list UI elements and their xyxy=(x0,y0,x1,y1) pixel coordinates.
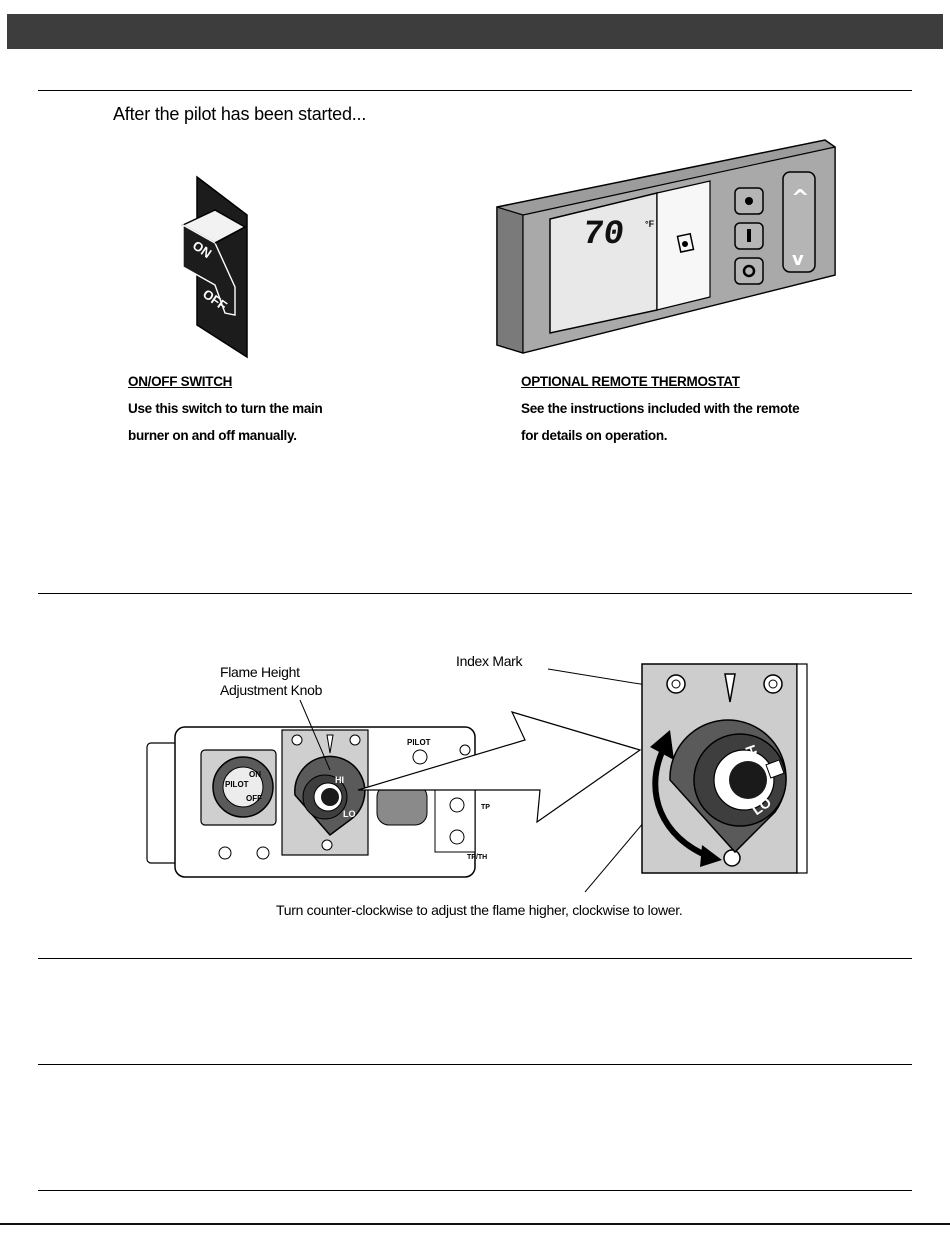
section-divider xyxy=(38,958,912,959)
mounting-screw xyxy=(763,674,783,694)
flame-mode-icon xyxy=(676,232,695,253)
switch-caption-title: ON/OFF SWITCH xyxy=(128,374,233,389)
section-heading: After the pilot has been started... xyxy=(113,104,367,124)
mounting-screw xyxy=(723,849,741,867)
switch-caption: ON/OFF SWITCH Use this switch to turn th… xyxy=(128,368,323,449)
knob-label-line: Flame Height xyxy=(220,664,300,680)
knob-label-line: Adjustment Knob xyxy=(220,682,323,698)
thermostat-caption-title: OPTIONAL REMOTE THERMOSTAT xyxy=(521,374,740,389)
on-off-switch-illustration: ON OFF xyxy=(181,175,248,359)
switch-caption-line: burner on and off manually. xyxy=(128,428,297,443)
knob-callout-label: Flame Height Adjustment Knob xyxy=(220,663,322,699)
index-mark-label: Index Mark xyxy=(456,653,523,669)
thermostat-unit: °F xyxy=(645,219,655,229)
adjustment-instruction: Turn counter-clockwise to adjust the fla… xyxy=(276,902,683,918)
thermostat-caption: OPTIONAL REMOTE THERMOSTAT See the instr… xyxy=(521,368,800,449)
valve-pilot-label: PILOT xyxy=(225,780,249,789)
section-divider xyxy=(38,1190,912,1191)
page-footer-rule xyxy=(0,1223,950,1225)
valve-lo-label: LO xyxy=(343,809,356,819)
valve-tp-label: TP xyxy=(481,804,490,811)
valve-hi-label: HI xyxy=(335,775,344,785)
rotation-arrow-icon xyxy=(652,750,712,860)
valve-off-label: OFF xyxy=(246,794,262,803)
mounting-screw xyxy=(666,674,686,694)
temperature-down-button[interactable]: v xyxy=(792,249,804,270)
temperature-up-button[interactable]: ^ xyxy=(791,186,809,211)
thermostat-temperature: 70 xyxy=(580,216,626,254)
thermostat-caption-line: See the instructions included with the r… xyxy=(521,401,800,416)
knob-hi-label: HI xyxy=(742,743,762,762)
valve-on-label: ON xyxy=(249,770,261,779)
knob-closeup-illustration: HI LO xyxy=(641,663,808,874)
index-mark-icon xyxy=(724,673,736,703)
gas-valve-illustration: PILOT ON OFF HI LO PILOT TP TP/TH xyxy=(146,726,490,878)
valve-tpth-label: TP/TH xyxy=(467,854,487,861)
thermostat-caption-line: for details on operation. xyxy=(521,428,668,443)
section-divider xyxy=(38,593,912,594)
temperature-rocker[interactable] xyxy=(782,171,816,273)
switch-caption-line: Use this switch to turn the main xyxy=(128,401,323,416)
remote-thermostat-illustration: 70 °F ^ v xyxy=(496,139,836,354)
valve-pilot-port-label: PILOT xyxy=(407,738,431,747)
header-bar xyxy=(7,14,943,49)
section-divider xyxy=(38,1064,912,1065)
power-button[interactable] xyxy=(734,257,764,285)
section-divider xyxy=(38,90,912,91)
